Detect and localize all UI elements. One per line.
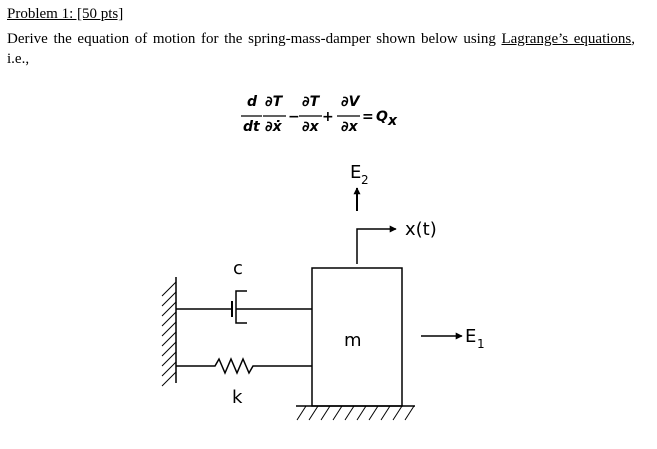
instruction-text: Derive the equation of motion for the sp… (7, 31, 502, 47)
eq-dT1: ∂T (265, 94, 284, 110)
eq-dT2: ∂T (302, 94, 321, 110)
e1-label: E (465, 326, 476, 347)
eq-plus: + (322, 109, 334, 125)
displacement-arrow (356, 225, 397, 264)
eq-Q-subscript: x (387, 113, 398, 129)
lagrange-equation: d dt ∂T ∂ẋ − ∂T ∂x + ∂V ∂x = Q x (241, 94, 398, 135)
e1-vector: E 1 (421, 326, 485, 351)
eq-Q: Q (376, 109, 388, 125)
e2-subscript: 2 (361, 173, 369, 187)
eq-minus: − (288, 109, 300, 125)
eq-d: d (247, 94, 258, 110)
eq-dV: ∂V (341, 94, 361, 110)
eq-equals: = (362, 109, 374, 125)
lagrange-link[interactable]: Lagrange’s equations (501, 31, 632, 47)
damper: c (176, 258, 312, 324)
problem-instruction: Derive the equation of motion for the sp… (7, 29, 635, 69)
eq-dxdot: ∂ẋ (265, 119, 283, 135)
mass-label: m (344, 330, 362, 351)
displacement-indicator: x(t) (356, 219, 437, 264)
damper-label: c (233, 258, 243, 279)
eq-dx2: ∂x (341, 119, 359, 135)
problem-heading: Problem 1: [50 pts] (7, 6, 124, 22)
spring-label: k (232, 387, 243, 408)
eq-dx1: ∂x (302, 119, 320, 135)
e1-subscript: 1 (477, 337, 485, 351)
eq-dt: dt (243, 119, 261, 135)
spring: k (176, 357, 312, 408)
mass-block: m (311, 267, 403, 407)
ground (296, 405, 415, 421)
instruction-suffix: , i.e., (7, 31, 636, 67)
e2-vector: E 2 (350, 162, 369, 211)
displacement-label: x(t) (405, 219, 437, 240)
e2-label: E (350, 162, 361, 183)
fixed-wall (161, 277, 177, 387)
